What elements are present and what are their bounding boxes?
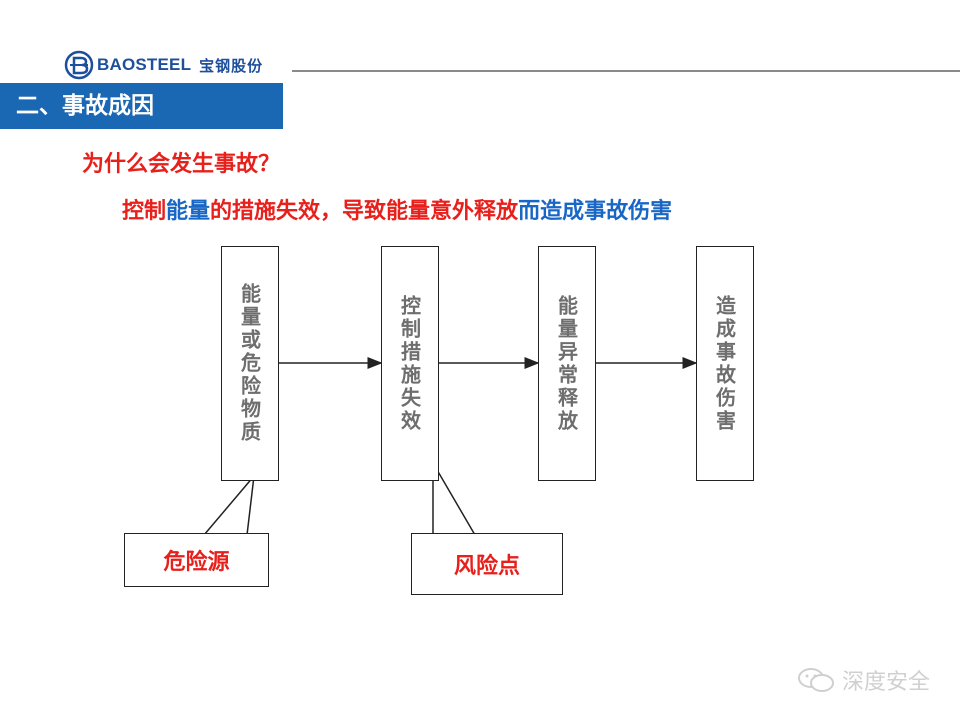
brand-logo: BAOSTEEL 宝钢股份 bbox=[64, 50, 263, 80]
flow-box-label: 能量异常释放 bbox=[554, 294, 579, 433]
flow-box-energy-source: 能量或危险物质 bbox=[221, 246, 279, 481]
statement-part: 的措施失效，导致 bbox=[210, 199, 387, 224]
wechat-icon bbox=[797, 668, 834, 692]
flow-box-energy-release: 能量异常释放 bbox=[538, 246, 596, 481]
statement-part: 控制 bbox=[122, 199, 167, 224]
flow-box-label: 控制措施失效 bbox=[397, 294, 422, 433]
watermark-text: 深度安全 bbox=[841, 670, 930, 695]
flow-box-label: 造成事故伤害 bbox=[712, 294, 737, 433]
flow-box-label: 能量或危险物质 bbox=[237, 283, 262, 444]
statement-part: 能量 bbox=[166, 199, 211, 224]
callout-pointer-2 bbox=[432, 460, 476, 536]
watermark: 深度安全 bbox=[796, 664, 930, 696]
statement-part: 能量意外释放 bbox=[386, 199, 519, 224]
statement-part: 造成事故伤害 bbox=[540, 199, 673, 224]
cause-statement: 控制能量的措施失效，导致能量意外释放而造成事故伤害 bbox=[122, 193, 672, 225]
header-divider bbox=[292, 70, 960, 72]
flow-box-control-failure: 控制措施失效 bbox=[381, 246, 439, 481]
baosteel-logo-icon bbox=[64, 50, 94, 80]
statement-part: 而 bbox=[518, 199, 541, 224]
brand-name-cn: 宝钢股份 bbox=[199, 56, 264, 75]
section-title: 二、事故成因 bbox=[0, 83, 283, 129]
question-heading: 为什么会发生事故？ bbox=[82, 152, 281, 177]
callout-pointer-1 bbox=[203, 473, 256, 536]
flow-box-accident-injury: 造成事故伤害 bbox=[696, 246, 754, 481]
brand-name-en: BAOSTEEL bbox=[97, 55, 192, 74]
callout-hazard-source: 危险源 bbox=[124, 533, 269, 587]
callout-risk-point: 风险点 bbox=[411, 533, 563, 595]
